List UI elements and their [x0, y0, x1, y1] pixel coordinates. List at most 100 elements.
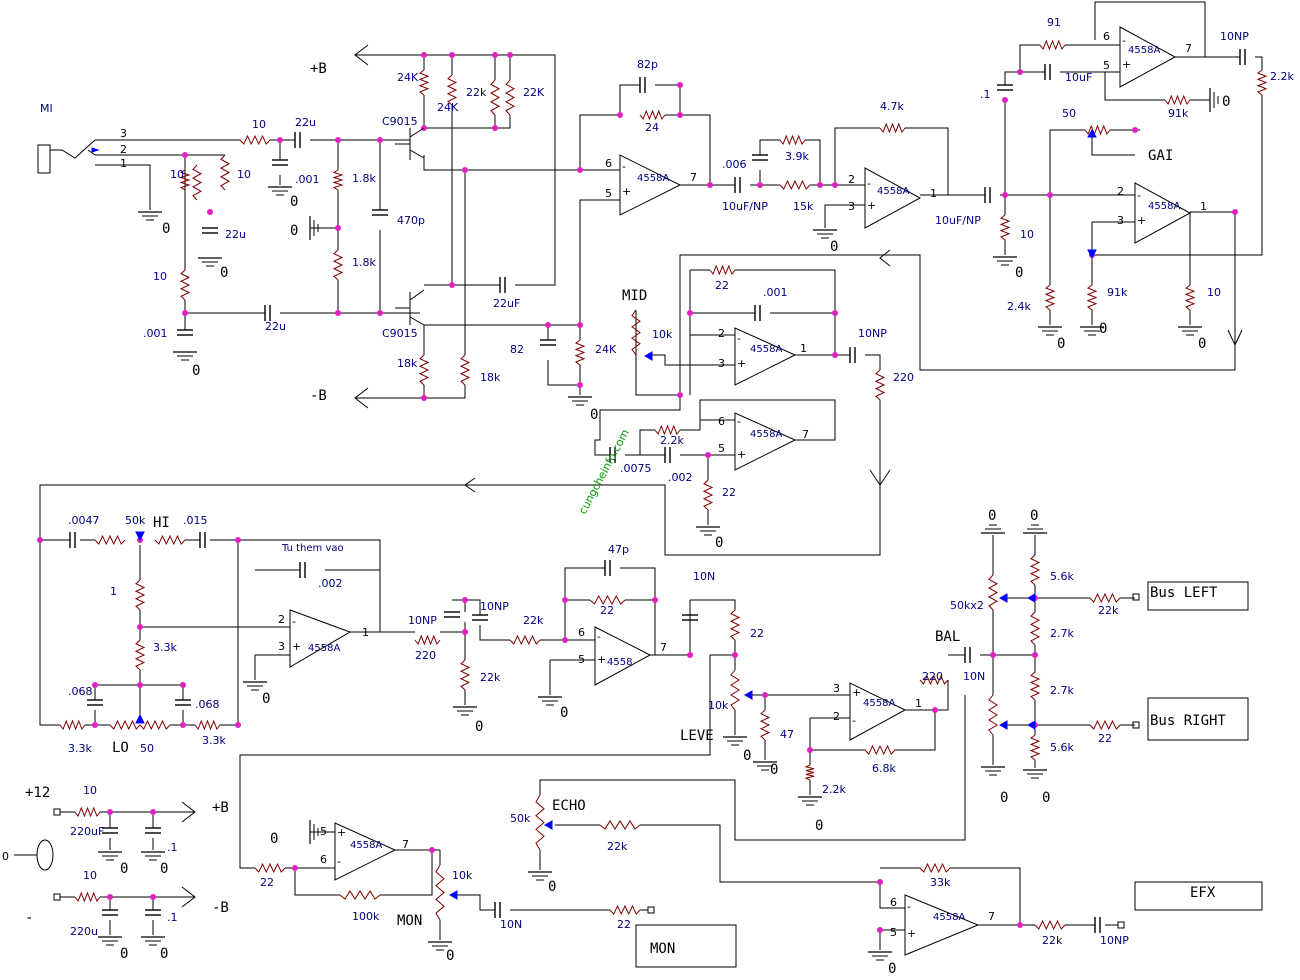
resistor: [654, 424, 681, 436]
junction-node: [932, 707, 938, 713]
hi-label: HI: [153, 515, 170, 531]
ic-label: 4558A: [750, 429, 782, 440]
junction-node: [137, 682, 143, 688]
junction-node: [1017, 922, 1023, 928]
junction-node: [877, 879, 883, 885]
mon-box-label: MON: [650, 941, 675, 957]
svg-text:0: 0: [160, 946, 168, 962]
pos-rail-label: +B: [212, 800, 229, 816]
svg-text:10N: 10N: [693, 570, 715, 583]
svg-text:6: 6: [578, 626, 585, 639]
svg-text:22: 22: [260, 876, 274, 889]
svg-text:0: 0: [1000, 790, 1008, 806]
resistor: [134, 579, 146, 611]
svg-text:3.9k: 3.9k: [785, 150, 809, 163]
capacitor: [964, 647, 971, 663]
junction-node: [562, 597, 568, 603]
svg-text:-: -: [292, 615, 296, 628]
svg-text:24K: 24K: [595, 343, 617, 356]
svg-text:5.6k: 5.6k: [1050, 570, 1074, 583]
junction-node: [377, 137, 383, 143]
ic-label: 4558A: [877, 186, 909, 197]
svg-text:+: +: [622, 185, 631, 198]
junction-node: [180, 722, 186, 728]
svg-text:22u: 22u: [295, 116, 316, 129]
svg-text:-: -: [1122, 34, 1126, 47]
junction-node: [1002, 192, 1008, 198]
junction-node: [1232, 209, 1238, 215]
svg-text:6: 6: [1103, 30, 1110, 43]
ic-label: 4558A: [1148, 201, 1180, 212]
resistor: [574, 339, 586, 366]
svg-text:7: 7: [402, 838, 409, 851]
svg-text:+: +: [337, 826, 346, 839]
bal-label: BAL: [935, 629, 960, 645]
op-amp-labels: 4558A 4558A 4558A 4558A 4558A 4558A 4558…: [292, 34, 1180, 940]
svg-text:0: 0: [1057, 336, 1065, 352]
svg-text:220uF: 220uF: [70, 825, 104, 838]
svg-text:22k: 22k: [523, 614, 544, 627]
capacitor: [444, 611, 460, 618]
svg-text:0: 0: [120, 861, 128, 877]
svg-text:3: 3: [833, 682, 840, 695]
svg-text:22: 22: [617, 918, 631, 931]
neg-rail-label: -B: [310, 388, 327, 404]
resistor: [489, 79, 501, 116]
svg-text:10N: 10N: [500, 918, 522, 931]
svg-text:82: 82: [510, 343, 524, 356]
junction-node: [180, 682, 186, 688]
svg-text:-: -: [737, 415, 741, 428]
capacitor: [609, 447, 616, 463]
junction-node: [462, 597, 468, 603]
svg-text:50: 50: [140, 742, 154, 755]
junction-node: [757, 182, 763, 188]
junction-node: [652, 597, 658, 603]
svg-text:0: 0: [475, 719, 483, 735]
svg-text:22: 22: [1098, 732, 1112, 745]
svg-text:0: 0: [1099, 321, 1107, 337]
svg-text:1: 1: [362, 626, 369, 639]
svg-text:+: +: [597, 653, 606, 666]
svg-text:22k: 22k: [466, 86, 487, 99]
junction-node: [335, 225, 341, 231]
capacitor: [299, 562, 306, 578]
resistor: [74, 891, 101, 903]
junction-node: [277, 137, 283, 143]
junction-node: [832, 182, 838, 188]
resistor: [730, 669, 740, 711]
svg-text:22k: 22k: [480, 671, 501, 684]
neg-rail-label: -B: [212, 900, 229, 916]
svg-text:-: -: [907, 900, 911, 913]
svg-text:7: 7: [1185, 42, 1192, 55]
ic-label: 4558A: [933, 912, 965, 923]
svg-text:2: 2: [848, 173, 855, 186]
capacitor: [639, 77, 646, 93]
transistor-label: C9015: [382, 327, 418, 340]
svg-text:+: +: [1137, 214, 1146, 227]
svg-text:22k: 22k: [1098, 604, 1119, 617]
resistor: [874, 369, 886, 401]
svg-text:7: 7: [660, 641, 667, 654]
svg-text:0: 0: [1222, 94, 1230, 110]
svg-text:2: 2: [718, 327, 725, 340]
svg-text:0: 0: [160, 861, 168, 877]
junction-node: [687, 310, 693, 316]
capacitor: [294, 132, 301, 148]
capacitor-layer: [69, 49, 1246, 933]
svg-text:22uF: 22uF: [493, 297, 520, 310]
capacitor: [264, 305, 271, 321]
junction-node: [335, 137, 341, 143]
svg-text:24K: 24K: [397, 71, 419, 84]
svg-text:0: 0: [1030, 508, 1038, 524]
junction-node: [462, 629, 468, 635]
pos-rail-label: +B: [310, 61, 327, 77]
svg-text:-: -: [737, 332, 741, 345]
resistor: [759, 709, 771, 741]
ground-label: 0: [2, 850, 9, 863]
junction-node: [617, 112, 623, 118]
svg-text:10NP: 10NP: [1100, 934, 1129, 947]
capacitor: [540, 339, 556, 346]
svg-text:-: -: [852, 714, 856, 727]
svg-text:1: 1: [1200, 200, 1207, 213]
